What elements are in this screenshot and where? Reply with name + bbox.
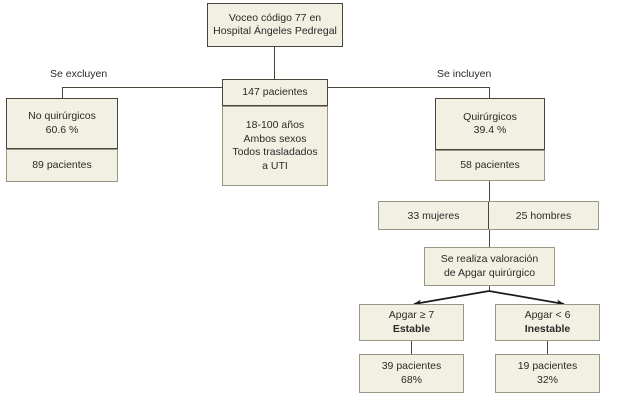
node-excluded-header: No quirúrgicos 60.6 % xyxy=(6,98,118,149)
outcome-stable-score: Apgar ≥ 7 xyxy=(388,309,435,321)
node-title-line-2: Hospital Ángeles Pedregal xyxy=(213,25,337,37)
node-excluded-footer: 89 pacientes xyxy=(6,149,118,182)
edge-label-excluded: Se excluyen xyxy=(50,68,108,80)
outcome-unstable-percent: 32% xyxy=(536,373,558,386)
node-assessment: Se realiza valoración de Apgar quirúrgic… xyxy=(424,247,555,286)
node-sex-split: 33 mujeres 25 hombres xyxy=(378,201,599,230)
node-included-percent: 39.4 % xyxy=(473,124,507,136)
connector-total-left xyxy=(62,87,222,89)
node-title: Voceo código 77 en Hospital Ángeles Pedr… xyxy=(207,3,343,47)
node-assessment-line-1: Se realiza valoración xyxy=(440,253,539,265)
node-assessment-line-2: de Apgar quirúrgico xyxy=(443,266,536,279)
outcome-unstable-status: Inestable xyxy=(524,322,571,335)
node-total-body-line-3: Todos trasladados xyxy=(232,146,318,158)
connector-drop-excluded xyxy=(62,87,64,98)
node-total-body-line-2: Ambos sexos xyxy=(243,132,307,145)
node-total-header: 147 pacientes xyxy=(222,79,328,106)
connector-stable-to-count xyxy=(411,341,413,354)
node-outcome-unstable-count: 19 pacientes 32% xyxy=(495,354,600,393)
node-total-body-line-4: a UTI xyxy=(262,159,288,172)
connector-drop-included xyxy=(489,87,491,98)
outcome-unstable-score: Apgar < 6 xyxy=(524,309,571,321)
node-total-header-label: 147 pacientes xyxy=(242,85,308,98)
connector-title-to-total xyxy=(274,47,276,80)
node-total-body: 18-100 años Ambos sexos Todos trasladado… xyxy=(222,106,328,186)
node-outcome-stable-label: Apgar ≥ 7 Estable xyxy=(359,304,464,341)
connector-included-to-sex xyxy=(489,181,491,201)
outcome-unstable-count: 19 pacientes xyxy=(517,360,578,372)
node-included-title: Quirúrgicos xyxy=(463,110,517,123)
outcome-stable-count: 39 pacientes xyxy=(381,360,442,372)
connector-assessment-fanout-stem xyxy=(489,286,491,292)
node-included-footer: 58 pacientes xyxy=(435,150,545,181)
connector-unstable-to-count xyxy=(547,341,549,354)
node-total-body-line-1: 18-100 años xyxy=(245,119,305,131)
node-included-count: 58 pacientes xyxy=(460,158,520,171)
node-outcome-stable-count: 39 pacientes 68% xyxy=(359,354,464,393)
node-title-line-1: Voceo código 77 en xyxy=(228,11,322,24)
node-excluded-title: No quirúrgicos xyxy=(28,110,96,122)
node-excluded-count: 89 pacientes xyxy=(32,158,92,171)
sex-split-cell-women: 33 mujeres xyxy=(407,209,460,222)
node-outcome-unstable-label: Apgar < 6 Inestable xyxy=(495,304,600,341)
node-excluded-percent: 60.6 % xyxy=(45,123,79,136)
connector-sex-to-assessment xyxy=(489,230,491,247)
node-included-header: Quirúrgicos 39.4 % xyxy=(435,98,545,150)
edge-label-included: Se incluyen xyxy=(437,68,492,80)
outcome-stable-status: Estable xyxy=(392,322,431,335)
outcome-stable-percent: 68% xyxy=(400,373,422,386)
connector-total-right xyxy=(327,87,490,89)
sex-split-cell-men: 25 hombres xyxy=(488,202,598,229)
